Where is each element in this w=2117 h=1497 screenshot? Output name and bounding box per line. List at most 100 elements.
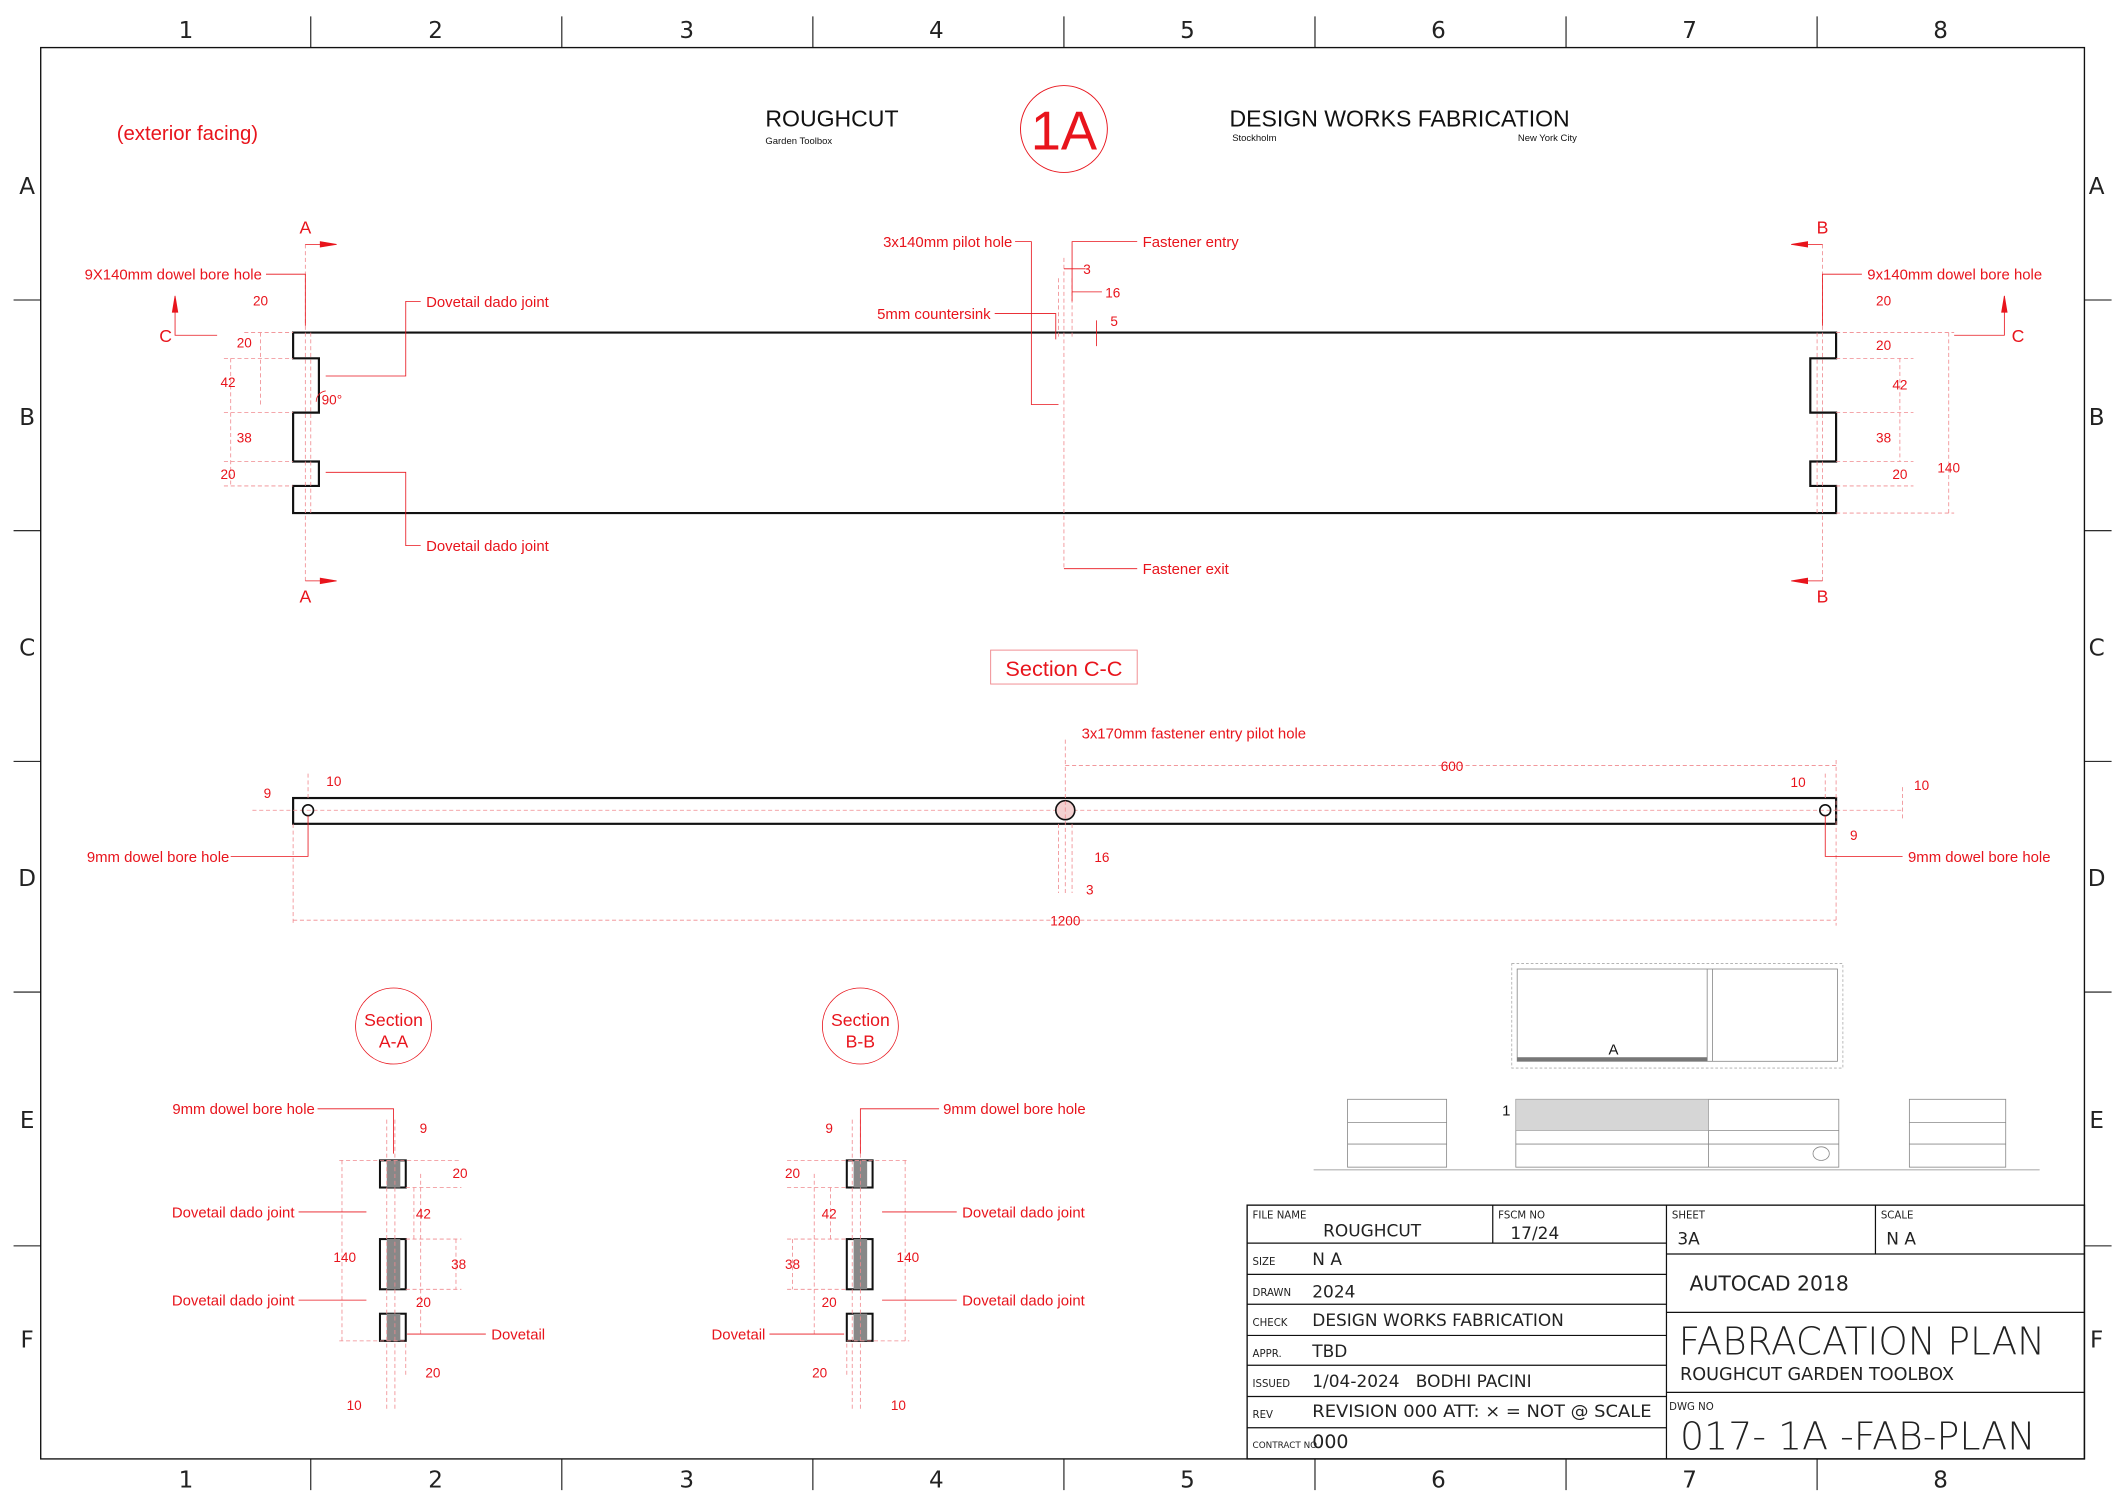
dim: 20 [785,1166,801,1181]
dado-top-label: Dovetail dado joint [426,294,550,311]
col-label: 6 [1431,1467,1446,1493]
dim: 9 [264,786,272,801]
dim: 10 [347,1398,363,1413]
dowel-label: 9mm dowel bore hole [172,1101,315,1118]
sheet-value: 3A [1677,1229,1700,1249]
dim: 140 [333,1250,356,1265]
section-aa: Section A-A 9mm dowel bore hole Dovetail… [172,987,545,1413]
section-bb-subtitle: B-B [846,1032,875,1052]
section-bb-profile [845,1159,874,1342]
row-label: B [19,405,35,431]
row-label: C [2089,636,2105,662]
row-label: A [19,174,35,200]
scale-label: SCALE [1881,1211,1914,1222]
dim: 38 [237,430,252,445]
pilot-hole-label: 3x170mm fastener entry pilot hole [1082,725,1307,742]
fastener-exit-label: Fastener exit [1143,561,1230,578]
dim: 10 [1791,775,1807,790]
highlighted-board-elevation [1515,1099,1709,1131]
row-label: F [21,1328,34,1354]
dim: 3 [1086,882,1094,897]
sheet-frame [13,16,2112,1491]
col-label: 1 [179,1467,194,1493]
dim: 42 [220,375,235,390]
section-bb-title: Section [831,1010,890,1030]
col-label: 7 [1682,18,1697,44]
row-label: D [2088,866,2106,892]
fastener-entry-label: Fastener entry [1143,234,1240,251]
issued-label: ISSUED [1253,1379,1291,1390]
board-outline [292,331,1838,515]
dwg-label: DWG NO [1669,1402,1714,1413]
title-block: FILE NAME FSCM NO SHEET SCALE SIZE DRAWN… [1246,1204,2086,1460]
key-marker-a: A [1609,1042,1619,1059]
section-aa-subtitle: A-A [379,1032,409,1052]
key-plan: A 1 [1313,963,2040,1171]
dim: 1200 [1050,914,1081,929]
appr-value: TBD [1311,1341,1347,1361]
drawing-number: 017- 1A -FAB-PLAN [1680,1414,2036,1458]
dowel-label: 9mm dowel bore hole [943,1101,1086,1118]
check-value: DESIGN WORKS FABRICATION [1312,1310,1564,1330]
col-label: 7 [1682,1467,1697,1493]
header: (exterior facing) ROUGHCUT Garden Toolbo… [117,85,1577,173]
dim: 20 [416,1295,432,1310]
right-dowel-hole-label: 9mm dowel bore hole [1908,849,2051,866]
col-label: 4 [929,1467,944,1493]
dim: 20 [822,1295,838,1310]
col-label: 5 [1180,18,1195,44]
contract-value: 000 [1312,1431,1348,1453]
dim: 20 [452,1166,468,1181]
check-label: CHECK [1253,1318,1288,1329]
dim: 5 [1110,314,1118,329]
software-value: AUTOCAD 2018 [1690,1272,1849,1296]
size-label: SIZE [1253,1257,1276,1268]
dim: 3 [1083,262,1091,277]
dim: 20 [1876,293,1892,308]
col-label: 4 [929,18,944,44]
dim: 42 [822,1207,837,1222]
section-cc-title: Section C-C [1005,656,1122,681]
col-label: 3 [679,1467,694,1493]
section-marker-b-top: B [1817,217,1829,237]
dim: 10 [326,774,342,789]
dado-label: Dovetail dado joint [962,1293,1086,1310]
drawn-value: 2024 [1312,1281,1355,1301]
project-subtitle: Garden Toolbox [765,136,832,147]
dim: 20 [1892,467,1908,482]
rev-value: REVISION 000 ATT: × = NOT @ SCALE [1312,1401,1651,1421]
row-label: D [18,866,36,892]
dim: 9 [420,1121,428,1136]
dim: 20 [253,293,269,308]
city-left: Stockholm [1232,133,1276,144]
left-dowel-label: 9X140mm dowel bore hole [85,267,262,284]
dim: 9 [1850,828,1858,843]
key-marker-1: 1 [1502,1103,1510,1120]
sheet-label: SHEET [1672,1211,1706,1222]
plan-subtitle: ROUGHCUT GARDEN TOOLBOX [1680,1365,1954,1385]
dim: 9 [825,1121,833,1136]
dim: 20 [237,335,253,350]
row-label: E [2089,1108,2104,1134]
dim: 20 [425,1365,441,1380]
dim: 38 [1876,430,1891,445]
col-label: 3 [679,18,694,44]
section-marker-b-bottom: B [1817,587,1829,607]
section-cc: Section C-C 3x170mm fastener entry pilot… [87,649,2051,929]
dim: 600 [1441,759,1464,774]
dado-label: Dovetail dado joint [962,1204,1086,1221]
col-label: 5 [1180,1467,1195,1493]
size-value: N A [1312,1249,1342,1269]
section-bb: Section B-B 9mm dowel bore hole Dovetail… [712,987,1086,1413]
dim: 20 [812,1365,828,1380]
col-label: 2 [428,1467,443,1493]
right-dowel-label: 9x140mm dowel bore hole [1867,267,2042,284]
file-name-label: FILE NAME [1253,1211,1307,1222]
contract-label: CONTRACT NO [1253,1441,1318,1451]
dim: 140 [1937,460,1960,475]
section-marker-a-bottom: A [299,587,311,607]
section-marker-a-top: A [299,217,311,237]
file-name-value: ROUGHCUT [1323,1220,1422,1240]
plan-title: FABRACATION PLAN [1679,1319,2045,1363]
